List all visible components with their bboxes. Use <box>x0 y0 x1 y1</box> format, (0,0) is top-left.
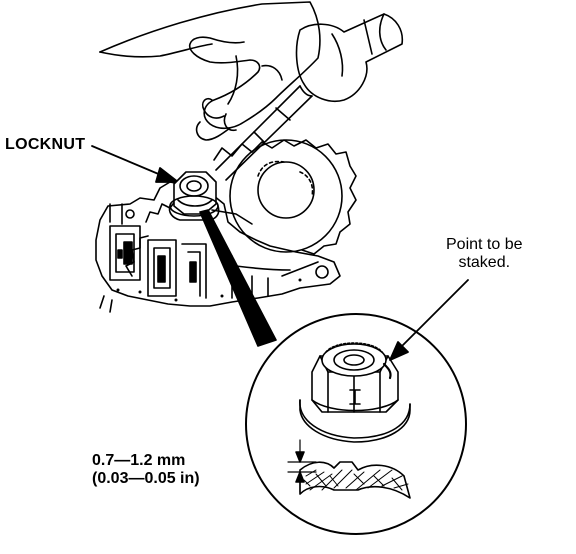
locknut-leader-arrow <box>91 145 179 183</box>
locknut <box>168 171 220 221</box>
magnifier-leader <box>199 209 277 347</box>
hand-with-punch <box>99 1 404 181</box>
magnified-detail <box>245 313 467 535</box>
point-label-line-2: staked. <box>458 254 511 272</box>
staking-depth-spec: 0.7—1.2 mm (0.03—0.05 in) <box>92 452 200 489</box>
transmission-housing <box>95 139 357 313</box>
locknut-label: LOCKNUT <box>5 136 86 153</box>
point-label-line-1: Point to be <box>446 236 523 253</box>
spec-mm: 0.7—1.2 mm <box>92 452 186 469</box>
point-to-be-staked-label: Point to be staked. <box>446 236 523 273</box>
point-staked-arrow <box>389 279 469 361</box>
spec-in: (0.03—0.05 in) <box>92 470 200 488</box>
